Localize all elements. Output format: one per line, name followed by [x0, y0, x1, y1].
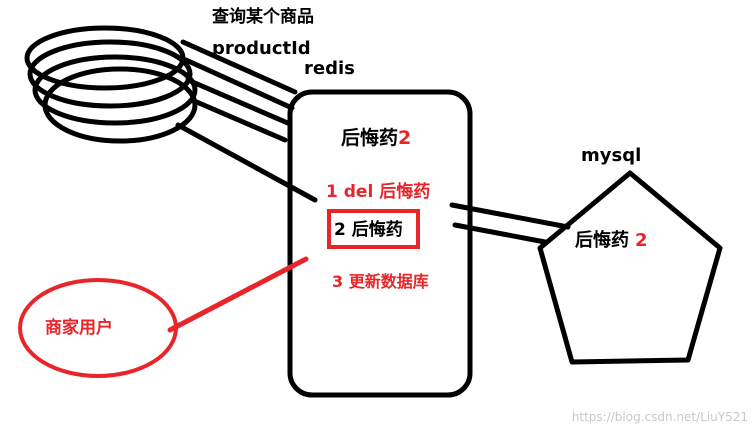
mysql-value-num: 2: [635, 230, 648, 251]
merchant-user-label: 商家用户: [45, 317, 113, 338]
server-title-text: 后悔药: [341, 126, 398, 149]
mysql-value-text: 后悔药: [575, 229, 629, 251]
merchant-user-connector: [167, 256, 309, 333]
mysql-label: mysql: [581, 145, 641, 166]
server-mysql-lines: [449, 202, 571, 245]
server-title: 后悔药2: [341, 126, 411, 149]
mysql-value: 后悔药 2: [575, 229, 648, 251]
redis-coil-icon: [24, 25, 198, 144]
step1-label: 1 del 后悔药: [326, 181, 430, 202]
app-server-box: [287, 89, 473, 398]
watermark-text: https://blog.csdn.net/LiuY521: [572, 410, 748, 424]
mysql-pentagon-icon: [537, 170, 723, 365]
step2-highlight-box: [327, 209, 420, 249]
product-id-label: productId: [212, 38, 311, 59]
redis-connector-lines: [175, 39, 318, 203]
server-title-num: 2: [398, 127, 411, 149]
query-item-label: 查询某个商品: [211, 6, 314, 27]
redis-label: redis: [304, 58, 355, 79]
step2-label: 2 后悔药: [334, 219, 403, 240]
step3-label: 3 更新数据库: [332, 272, 429, 291]
